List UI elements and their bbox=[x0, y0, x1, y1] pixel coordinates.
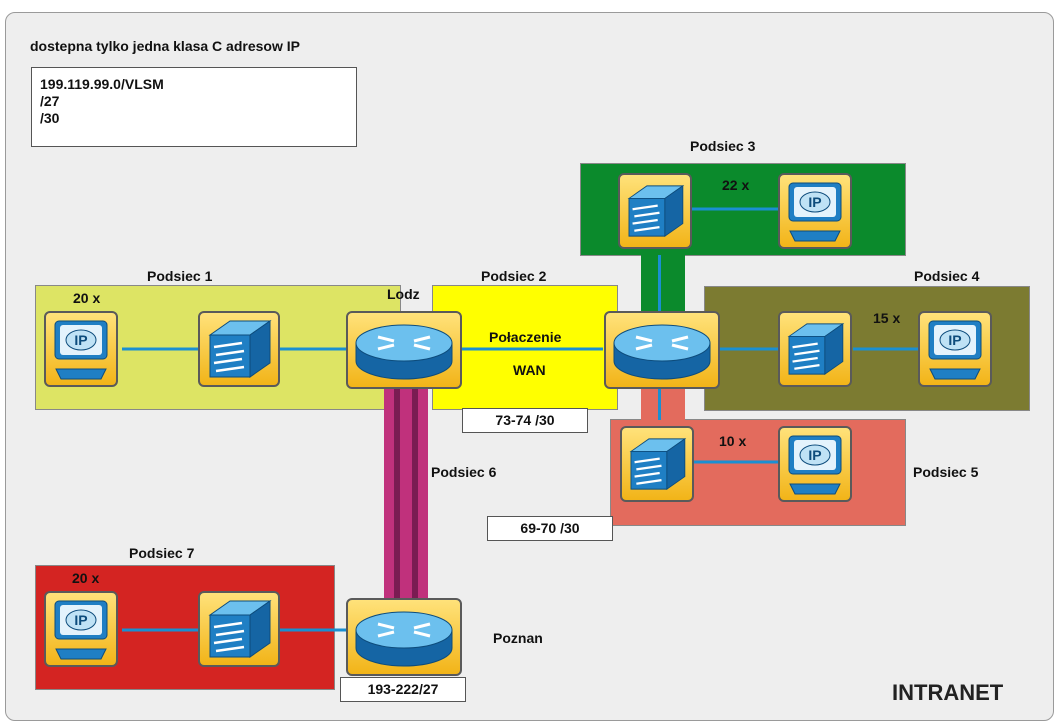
label-subnet-2: Podsiec 2 bbox=[481, 268, 547, 284]
switch-icon bbox=[198, 591, 280, 667]
label-subnet-7: Podsiec 7 bbox=[129, 545, 195, 561]
link-subnet3-bar bbox=[641, 255, 685, 320]
header-title: dostepna tylko jedna klasa C adresow IP bbox=[30, 38, 300, 54]
label-router-poznan: Poznan bbox=[493, 630, 543, 646]
switch-icon bbox=[778, 311, 852, 387]
address-subnet7: 193-222/27 bbox=[367, 681, 439, 697]
label-subnet-5: Podsiec 5 bbox=[913, 464, 979, 480]
link-subnet5-bar bbox=[641, 384, 685, 420]
router-icon bbox=[346, 598, 462, 676]
wan-line-2: WAN bbox=[513, 362, 546, 378]
vlsm-line-3: /30 bbox=[40, 110, 60, 126]
count-subnet-3: 22 x bbox=[722, 177, 750, 193]
label-subnet-4: Podsiec 4 bbox=[914, 268, 980, 284]
address-subnet5: 69-70 /30 bbox=[520, 520, 580, 536]
vlsm-box: 199.119.99.0/VLSM /27 /30 bbox=[31, 67, 357, 147]
count-subnet-1: 20 x bbox=[73, 290, 101, 306]
address-box-wan: 73-74 /30 bbox=[462, 408, 588, 433]
count-subnet-5: 10 x bbox=[719, 433, 747, 449]
ip-workstation-icon: IP bbox=[44, 311, 118, 387]
count-subnet-4: 15 x bbox=[873, 310, 901, 326]
ip-workstation-icon: IP bbox=[918, 311, 992, 387]
label-subnet-6: Podsiec 6 bbox=[431, 464, 497, 480]
address-wan: 73-74 /30 bbox=[495, 412, 555, 428]
ip-workstation-icon: IP bbox=[44, 591, 118, 667]
address-box-subnet7: 193-222/27 bbox=[340, 677, 466, 702]
svg-text:IP: IP bbox=[808, 447, 821, 463]
vlsm-line-1: 199.119.99.0/VLSM bbox=[40, 76, 164, 92]
address-box-subnet5: 69-70 /30 bbox=[487, 516, 613, 541]
svg-text:IP: IP bbox=[74, 332, 87, 348]
router-icon bbox=[346, 311, 462, 389]
router-icon bbox=[604, 311, 720, 389]
svg-text:IP: IP bbox=[74, 612, 87, 628]
wan-line-1: Połaczenie bbox=[489, 329, 562, 345]
top-strip: · · · · · · · · · · · · · · · · · · · · … bbox=[0, 0, 1056, 12]
vlsm-line-2: /27 bbox=[40, 93, 60, 109]
svg-text:IP: IP bbox=[808, 194, 821, 210]
intranet-label: INTRANET bbox=[892, 680, 1004, 705]
switch-icon bbox=[618, 173, 692, 249]
count-subnet-7: 20 x bbox=[72, 570, 100, 586]
ip-workstation-icon: IP bbox=[778, 173, 852, 249]
label-router-lodz: Lodz bbox=[387, 286, 420, 302]
switch-icon bbox=[198, 311, 280, 387]
label-subnet-1: Podsiec 1 bbox=[147, 268, 213, 284]
svg-text:IP: IP bbox=[948, 332, 961, 348]
ip-workstation-icon: IP bbox=[778, 426, 852, 502]
switch-icon bbox=[620, 426, 694, 502]
link-subnet6-bar bbox=[384, 384, 428, 600]
label-subnet-3: Podsiec 3 bbox=[690, 138, 756, 154]
